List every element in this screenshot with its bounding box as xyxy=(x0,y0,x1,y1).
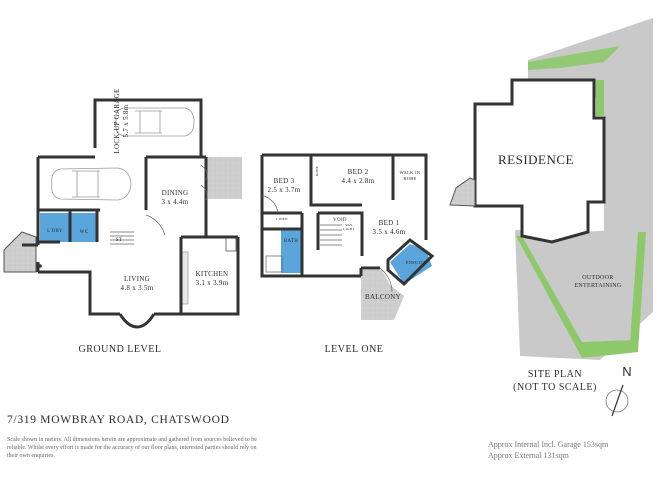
rear-garden xyxy=(516,232,646,358)
residence-footprint xyxy=(473,78,606,244)
wc-floor xyxy=(71,213,97,242)
kitchen-title: KITCHEN xyxy=(195,270,229,278)
not-to-scale-note: (NOT TO SCALE) xyxy=(513,382,597,393)
balcony-floor xyxy=(361,270,404,320)
bed1-title: BED 1 xyxy=(378,219,400,227)
external-area: Approx External 131sqm xyxy=(488,450,569,460)
wc-label: WC xyxy=(79,230,89,235)
linen-label: LINEN xyxy=(276,217,288,221)
storage-label: ST xyxy=(115,238,123,243)
living-title: LIVING xyxy=(124,275,150,283)
living-label: LIVING 4.8 x 3.5m xyxy=(112,275,162,293)
bed3-title: BED 3 xyxy=(273,177,295,185)
entertaining-title: ENTERTAINING xyxy=(574,283,622,289)
kitchen-label: KITCHEN 3.1 x 3.9m xyxy=(190,270,234,288)
void-label: VOID xyxy=(333,218,347,223)
balcony-label: BALCONY xyxy=(365,293,401,301)
dining-label: DINING 3 x 4.4m xyxy=(152,189,198,207)
dining-cupboard xyxy=(225,236,237,252)
north-arrow xyxy=(605,384,629,417)
walk-in-robe-label: WALK IN ROBE xyxy=(399,170,421,181)
garage-dimensions: 5.7 x 5.8m xyxy=(122,104,130,138)
side-garden xyxy=(596,80,604,116)
garage-label: LOCK-UP GARAGE 5.7 x 5.8m xyxy=(113,81,131,161)
car-icon xyxy=(51,167,132,201)
level-one-plan xyxy=(260,153,435,320)
level-one-heading: LEVEL ONE xyxy=(324,344,384,355)
bed2-title: BED 2 xyxy=(347,168,369,176)
garage-title: LOCK-UP GARAGE xyxy=(113,88,121,154)
bath-label: BATH xyxy=(283,239,299,244)
outdoor-entertaining-area xyxy=(522,230,638,342)
laundry-floor xyxy=(40,213,70,242)
outdoor-title: OUTDOOR xyxy=(582,275,614,281)
residence-label: RESIDENCE xyxy=(498,152,574,167)
laundry-label: L'DRY xyxy=(47,229,63,234)
north-label: N xyxy=(622,364,632,379)
bed3-dimensions: 2.5 x 3.7m xyxy=(267,186,301,194)
front-garden xyxy=(528,46,620,70)
ground-level-heading: GROUND LEVEL xyxy=(78,344,162,355)
bath-floor xyxy=(281,229,301,273)
robe-label: ROBE xyxy=(315,165,319,176)
car-icon xyxy=(115,107,195,137)
dining-dimensions: 3 x 4.4m xyxy=(161,198,189,206)
bed3-label: BED 3 2.5 x 3.7m xyxy=(264,177,304,195)
site-plan-heading: SITE PLAN (NOT TO SCALE) xyxy=(512,368,598,394)
disclaimer-text: Scale shown in meters. All dimensions he… xyxy=(7,437,257,459)
site-plan-title: SITE PLAN xyxy=(527,369,583,380)
site-plan xyxy=(449,18,653,417)
bed2-dimensions: 4.4 x 2.8m xyxy=(341,177,375,185)
outdoor-entertaining-label: OUTDOOR ENTERTAINING xyxy=(568,274,628,290)
property-address: 7/319 MOWBRAY ROAD, CHATSWOOD xyxy=(7,414,230,426)
kitchen-dimensions: 3.1 x 3.9m xyxy=(195,279,229,287)
bed2-label: BED 2 4.4 x 2.8m xyxy=(334,168,382,186)
dining-terrace xyxy=(206,157,242,199)
area-summary: Approx Internal Incl. Garage 153sqm Appr… xyxy=(488,440,608,461)
site-porch xyxy=(449,177,476,207)
skylight-label: SKY LIGHT xyxy=(343,223,355,231)
living-dimensions: 4.8 x 3.5m xyxy=(120,284,154,292)
entry-porch xyxy=(3,231,37,273)
ensuite-floor xyxy=(390,244,432,284)
dining-title: DINING xyxy=(161,189,189,197)
ground-level-plan xyxy=(3,98,242,329)
internal-area: Approx Internal Incl. Garage 153sqm xyxy=(488,440,609,449)
bed1-dimensions: 3.5 x 4.6m xyxy=(372,228,406,236)
ensuite-label: ENSUITE xyxy=(405,260,427,265)
bed1-label: BED 1 3.5 x 4.6m xyxy=(368,219,410,237)
